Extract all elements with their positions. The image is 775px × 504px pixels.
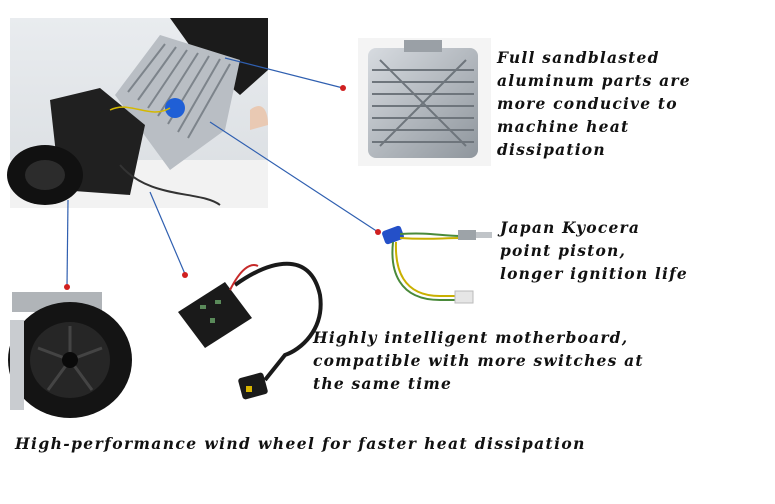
callout-line-aluminum: [224, 57, 344, 89]
callout-dots: [64, 85, 381, 290]
motherboard-photo: [178, 261, 323, 400]
glow-plug-photo: [382, 225, 492, 304]
caption-glow-plug: Japan Kyocera point piston, longer ignit…: [500, 218, 688, 283]
caption-motherboard: Highly intelligent motherboard, compatib…: [313, 328, 644, 393]
caption-aluminum-parts: Full sandblasted aluminum parts are more…: [497, 48, 691, 159]
callout-dot-wind-wheel: [64, 284, 70, 290]
callout-line-wind-wheel: [66, 199, 69, 287]
heatsink-photo: [358, 38, 491, 166]
callout-dot-motherboard: [182, 272, 188, 278]
heater-photo: [7, 18, 268, 208]
callout-dot-glow-plug: [375, 229, 381, 235]
callout-line-glow-plug: [209, 121, 379, 233]
wind-wheel-photo: [8, 290, 138, 420]
callout-dot-aluminum: [340, 85, 346, 91]
callout-lines: [66, 57, 379, 287]
caption-wind-wheel: High-performance wind wheel for faster h…: [15, 434, 586, 453]
callout-line-motherboard: [149, 191, 186, 275]
